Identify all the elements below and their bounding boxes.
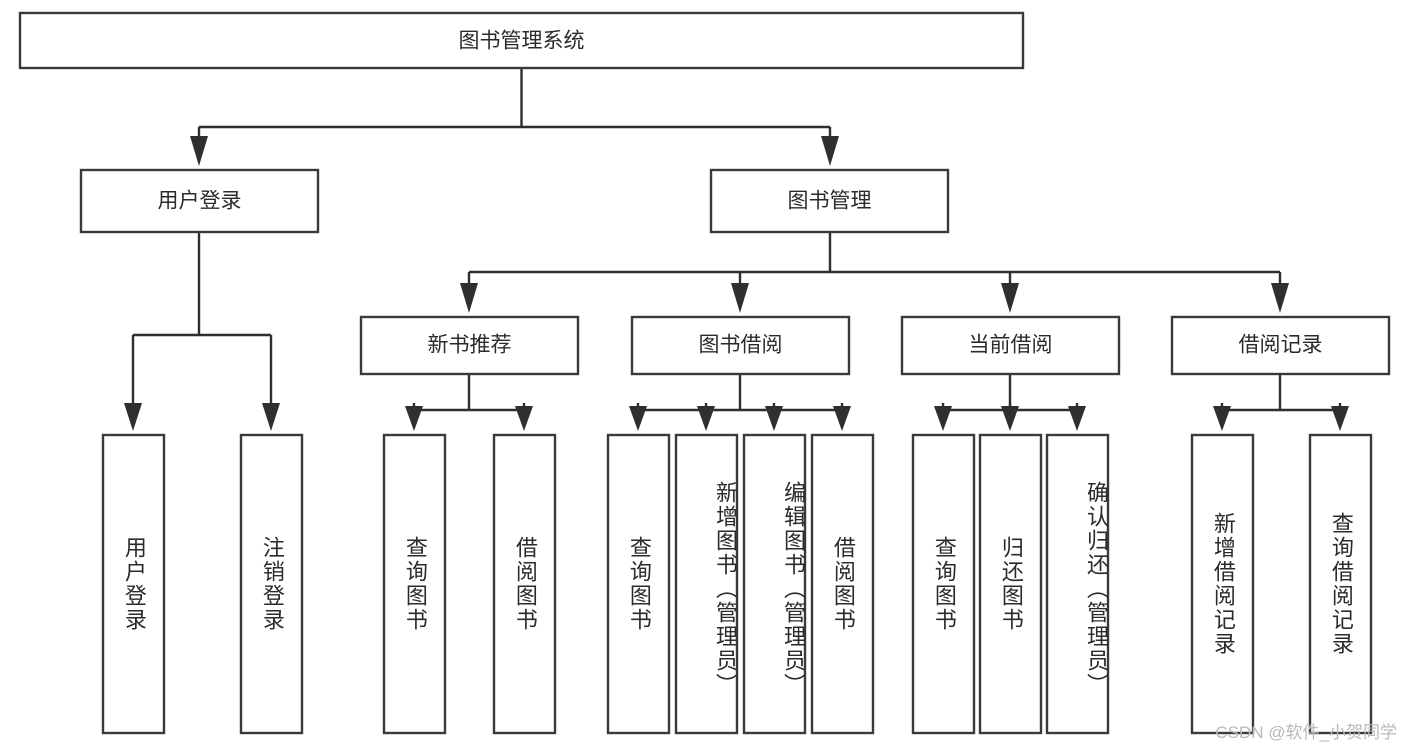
arrow-head-user-login xyxy=(190,136,208,166)
arrow-head-leaf-br-2 xyxy=(1331,406,1349,431)
node-current-borrow[interactable] xyxy=(900,315,1121,376)
leaf-box-new-book-recommend-2[interactable] xyxy=(492,433,557,735)
node-current-borrow-label: 当前借阅 xyxy=(969,334,1053,357)
leaf-box-borrow-record-2[interactable] xyxy=(1308,433,1373,735)
connectors-new-book-recommend xyxy=(405,374,533,431)
node-book-borrow[interactable] xyxy=(630,315,851,376)
node-root-label: 图书管理系统 xyxy=(459,30,585,53)
leaf-box-current-borrow-2[interactable] xyxy=(978,433,1043,735)
connectors-book-mgmt xyxy=(460,232,1289,313)
arrow-head-book-mgmt xyxy=(821,136,839,166)
node-book-management-label: 图书管理 xyxy=(788,190,872,213)
leaf-box-borrow-record-1[interactable] xyxy=(1190,433,1255,735)
node-new-book-recommend-label: 新书推荐 xyxy=(428,334,512,357)
node-borrow-record[interactable] xyxy=(1170,315,1391,376)
leaf-box-book-borrow-3[interactable] xyxy=(742,433,807,735)
arrow-head-book-borrow xyxy=(731,283,749,313)
leaf-box-user-login-1[interactable] xyxy=(101,433,166,735)
arrow-head-leaf-bb-2 xyxy=(697,406,715,431)
leaf-box-current-borrow-3[interactable] xyxy=(1045,433,1110,735)
arrow-head-leaf-br-1 xyxy=(1213,406,1231,431)
node-root[interactable] xyxy=(18,11,1025,70)
arrow-head-leaf-nbr-2 xyxy=(515,406,533,431)
leaf-box-user-login-2[interactable] xyxy=(239,433,304,735)
arrow-head-leaf-cb-2 xyxy=(1001,406,1019,431)
arrow-head-leaf-bb-4 xyxy=(833,406,851,431)
connectors-borrow-record xyxy=(1213,374,1349,431)
arrow-head-current-borrow xyxy=(1001,283,1019,313)
connectors-current-borrow xyxy=(934,374,1086,431)
arrow-head-leaf-bb-3 xyxy=(765,406,783,431)
leaf-box-current-borrow-1[interactable] xyxy=(911,433,976,735)
connectors-book-borrow xyxy=(629,374,851,431)
leaf-box-book-borrow-1[interactable] xyxy=(606,433,671,735)
node-borrow-record-label: 借阅记录 xyxy=(1239,334,1323,357)
arrow-head-leaf-nbr-1 xyxy=(405,406,423,431)
connectors-user-login xyxy=(124,232,280,431)
csdn-watermark: CSDN @软件_小贺同学 xyxy=(1215,723,1397,742)
node-book-management[interactable] xyxy=(709,168,950,234)
arrow-head-leaf-bb-1 xyxy=(629,406,647,431)
connectors-level1 xyxy=(190,68,839,166)
arrow-head-leaf-user-login-1 xyxy=(124,403,142,431)
leaf-box-new-book-recommend-1[interactable] xyxy=(382,433,447,735)
node-user-login[interactable] xyxy=(79,168,320,234)
node-user-login-label: 用户登录 xyxy=(158,190,242,213)
arrow-head-new-book-recommend xyxy=(460,283,478,313)
arrow-head-leaf-cb-3 xyxy=(1068,406,1086,431)
node-new-book-recommend[interactable] xyxy=(359,315,580,376)
arrow-head-borrow-record xyxy=(1271,283,1289,313)
node-book-borrow-label: 图书借阅 xyxy=(699,334,783,357)
leaf-box-book-borrow-2[interactable] xyxy=(674,433,739,735)
arrow-head-leaf-cb-1 xyxy=(934,406,952,431)
leaf-box-book-borrow-4[interactable] xyxy=(810,433,875,735)
arrow-head-leaf-user-login-2 xyxy=(262,403,280,431)
